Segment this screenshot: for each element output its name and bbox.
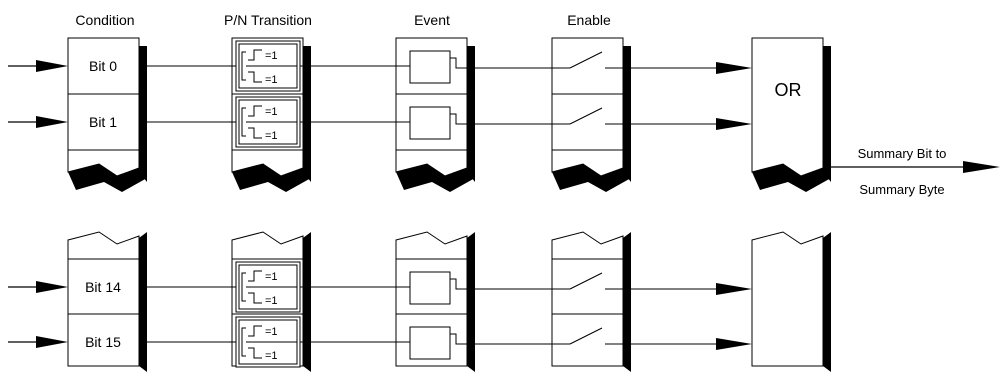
bit-0-falling-edge-icon [248,71,262,83]
enable-block-bottom [551,231,631,372]
transition-detectors: =1 =1 =1 =1 =1 =1 =1 =1 [235,40,301,368]
bit-0-falling-eq: =1 [265,74,278,86]
signal-lines [8,60,752,350]
summary-output-arrow [963,161,1000,173]
bit-0-rising-edge-icon [248,49,262,61]
bit-0-event-latch [409,50,467,84]
bit-15-input-arrow [36,336,68,348]
bit-1-or-input-arrow [716,118,752,130]
header-enable: Enable [567,12,611,28]
bit-15-enable-switch-icon [569,327,603,345]
bit-14-rising-edge-icon [248,270,262,282]
bit-14-input-arrow [36,281,68,293]
enable-block-top [551,37,631,192]
bit-15-falling-edge-icon [248,347,262,359]
bit-1-label: Bit 1 [89,114,117,130]
bit-14-falling-edge-icon [248,292,262,304]
bit-14-enable-switch-icon [569,272,603,290]
header-condition: Condition [75,12,134,28]
summary-label-line1: Summary Bit to [858,146,947,161]
bit-1-input-arrow [36,116,68,128]
bit-0-or-input-arrow [716,62,752,74]
bit-0-enable-switch-icon [569,51,603,69]
or-block-bottom [751,231,831,372]
summary-label-line2: Summary Byte [859,182,944,197]
bit-15-rising-edge-icon [248,325,262,337]
or-label: OR [775,80,802,100]
or-block-top [751,37,831,192]
bit-14-transition-detector: =1 =1 [235,261,301,313]
bit-0-input-arrow [36,60,68,72]
bit-14-rising-eq: =1 [265,271,278,283]
bit-1-event-latch [409,106,467,140]
bit-15-rising-eq: =1 [265,326,278,338]
bit-0-transition-detector: =1 =1 [235,40,301,92]
header-event: Event [414,12,450,28]
bit-14-falling-eq: =1 [265,295,278,307]
bit-15-or-input-arrow [716,338,752,350]
bit-1-rising-eq: =1 [265,106,278,118]
bit-15-event-latch [409,326,467,360]
bit-15-transition-detector: =1 =1 [235,316,301,368]
bit-15-label: Bit 15 [85,334,121,350]
bit-0-rising-eq: =1 [265,50,278,62]
condition-block-top [67,37,147,192]
event-latches [409,50,467,360]
bit-0-label: Bit 0 [89,58,117,74]
bit-14-or-input-arrow [716,283,752,295]
bit-1-transition-detector: =1 =1 [235,96,301,148]
enable-switches [569,51,603,345]
bit-1-falling-eq: =1 [265,130,278,142]
bit-14-event-latch [409,271,467,305]
bit-1-falling-edge-icon [248,127,262,139]
condition-block-bottom [67,231,147,372]
bit-14-label: Bit 14 [85,279,121,295]
bit-1-rising-edge-icon [248,105,262,117]
bit-1-enable-switch-icon [569,107,603,125]
bit-15-falling-eq: =1 [265,350,278,362]
header-transition: P/N Transition [224,12,312,28]
